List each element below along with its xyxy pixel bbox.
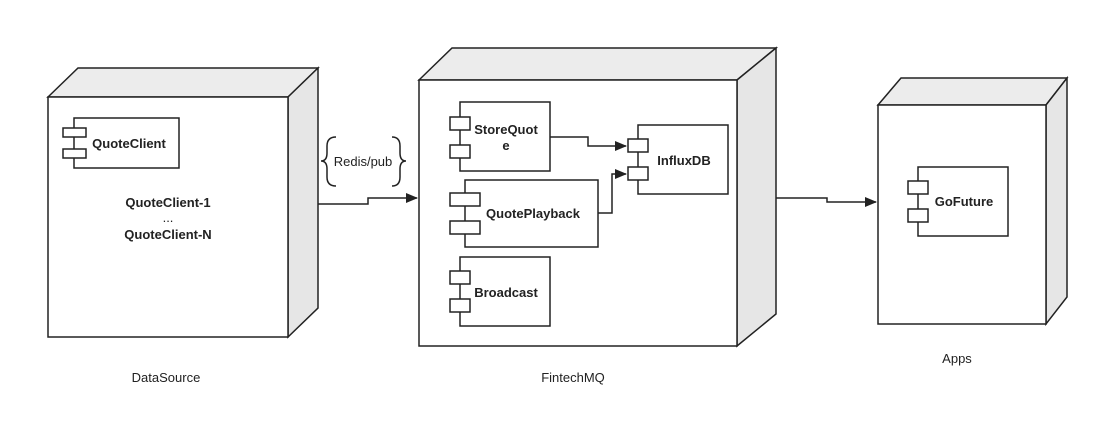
right-brace <box>391 136 407 187</box>
component-port-icon <box>449 116 471 131</box>
quoteplayback-to-influxdb-arrow[interactable] <box>598 169 627 214</box>
broadcast-component[interactable]: Broadcast <box>449 256 551 327</box>
component-port-icon <box>907 208 929 223</box>
component-port-icon <box>907 180 929 195</box>
datasource-node-side <box>287 66 319 339</box>
component-port-icon <box>449 192 481 207</box>
storequote-label-line1: StoreQuot <box>474 122 538 137</box>
component-port-icon <box>627 166 649 181</box>
quoteclient-component[interactable]: QuoteClient <box>62 117 180 169</box>
quoteclient-label: QuoteClient <box>92 136 166 151</box>
influxdb-component[interactable]: InfluxDB <box>627 124 729 195</box>
component-port-icon <box>62 127 87 138</box>
fintechmq-node-side <box>736 46 777 348</box>
apps-node[interactable]: GoFuture <box>876 75 1069 327</box>
influxdb-label: InfluxDB <box>657 153 710 168</box>
component-port-icon <box>449 298 471 313</box>
left-brace <box>320 136 337 187</box>
datasource-instance-first: QuoteClient-1 <box>125 195 210 210</box>
component-port-icon <box>62 148 87 159</box>
apps-node-label: Apps <box>942 351 972 366</box>
datasource-to-fintechmq-arrow[interactable] <box>318 193 418 205</box>
component-port-icon <box>449 220 481 235</box>
redis-pub-annotation: Redis/pub <box>320 136 407 187</box>
datasource-instance-last: QuoteClient-N <box>124 227 211 242</box>
fintechmq-node-label: FintechMQ <box>541 370 605 385</box>
component-port-icon <box>449 144 471 159</box>
storequote-component[interactable]: StoreQuot e <box>449 101 551 172</box>
redis-pub-label: Redis/pub <box>334 154 393 169</box>
datasource-node-label: DataSource <box>132 370 201 385</box>
datasource-node-top <box>46 67 320 98</box>
broadcast-label: Broadcast <box>474 285 538 300</box>
fintechmq-node[interactable]: StoreQuot e QuotePlayback Broadcast Infl… <box>417 46 779 348</box>
fintechmq-to-apps-arrow[interactable] <box>776 197 877 207</box>
component-port-icon <box>627 138 649 153</box>
datasource-instance-ellipsis: ... <box>163 210 174 225</box>
quoteplayback-component[interactable]: QuotePlayback <box>449 179 599 248</box>
storequote-to-influxdb-arrow[interactable] <box>550 136 627 151</box>
gofuture-component[interactable]: GoFuture <box>907 166 1009 237</box>
datasource-node[interactable]: QuoteClient QuoteClient-1 ... QuoteClien… <box>46 66 320 339</box>
fintechmq-node-top <box>417 47 779 81</box>
apps-node-top <box>876 77 1069 106</box>
storequote-label-line2: e <box>502 138 509 153</box>
component-port-icon <box>449 270 471 285</box>
gofuture-label: GoFuture <box>935 194 994 209</box>
quoteplayback-label: QuotePlayback <box>486 206 581 221</box>
apps-node-side <box>1045 75 1068 327</box>
